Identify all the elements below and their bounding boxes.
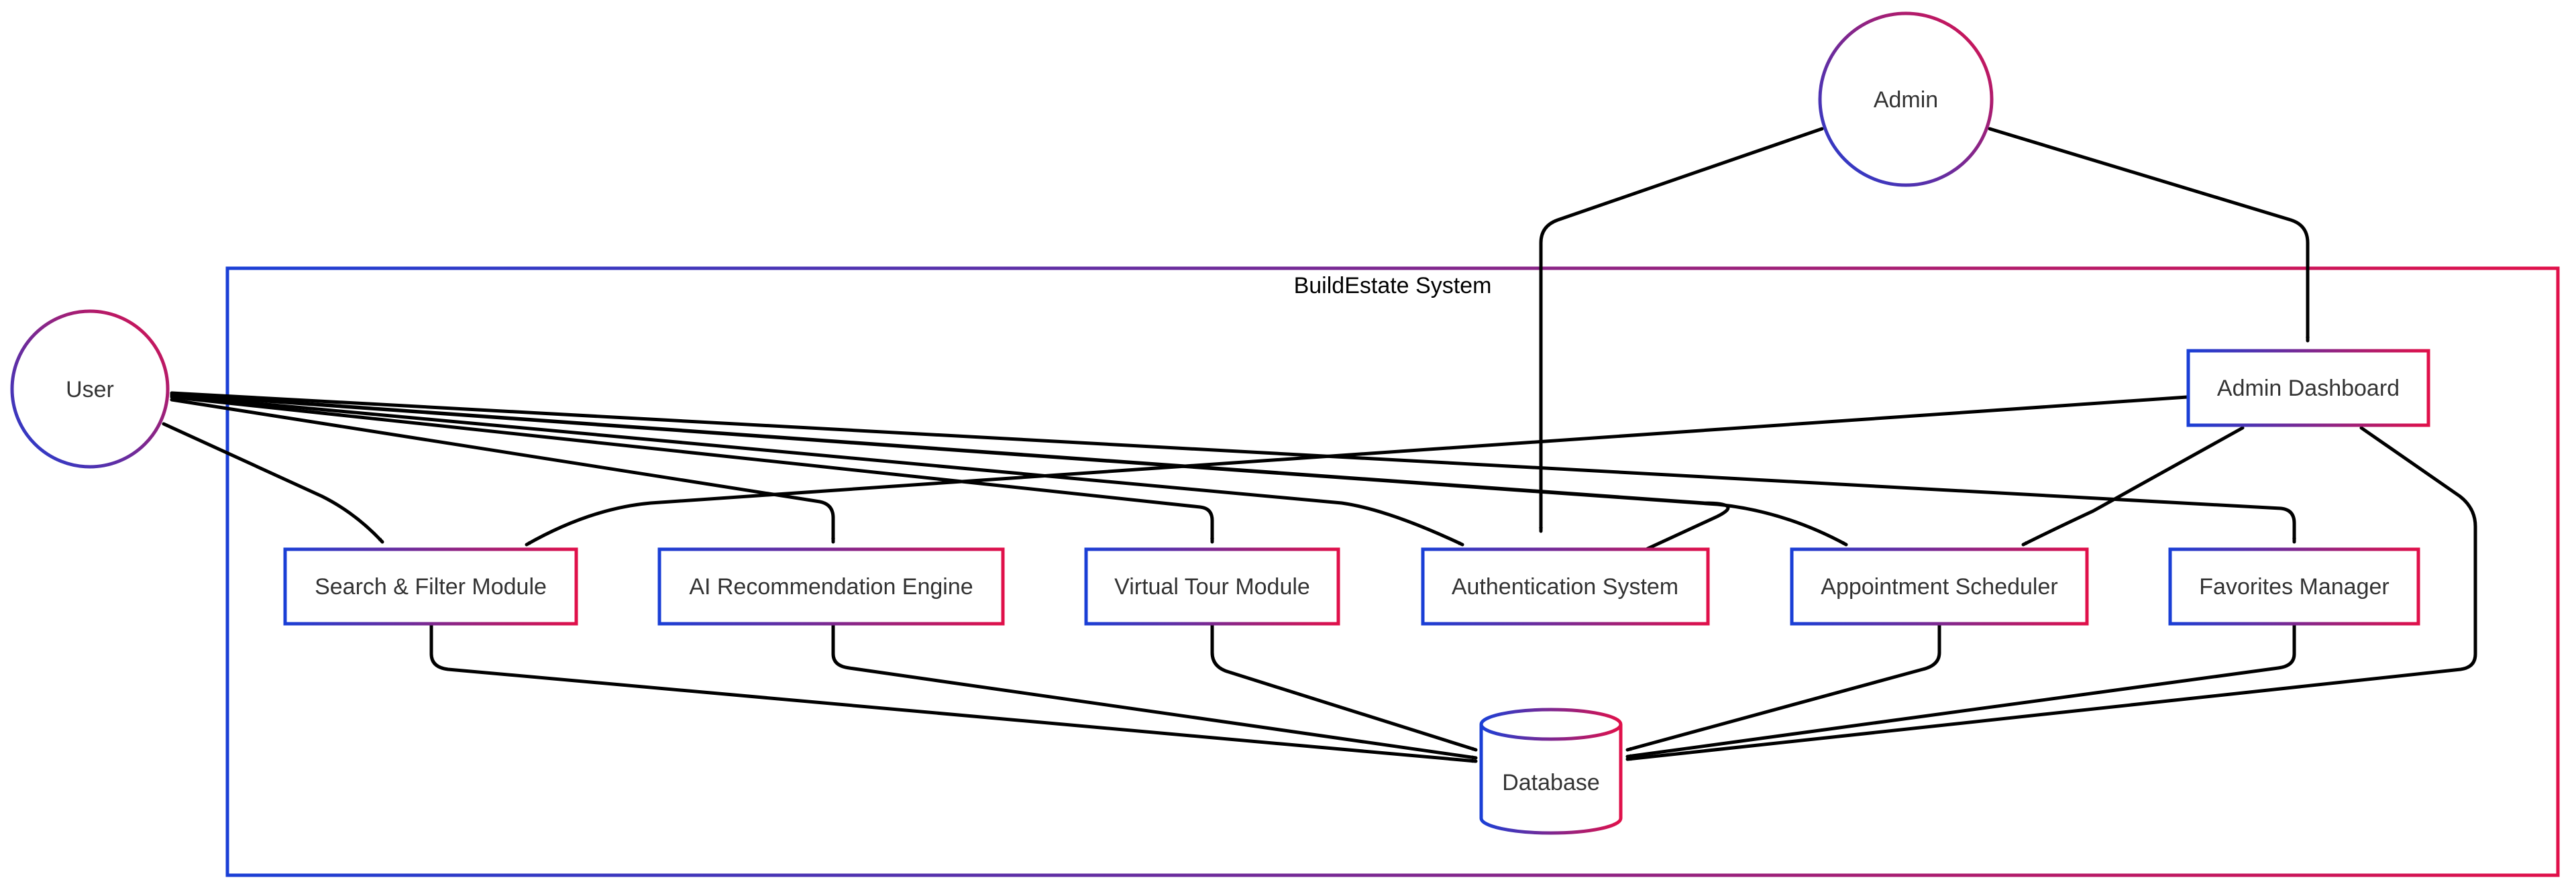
- system-boundary: BuildEstate System: [225, 266, 2560, 877]
- edge-auth-user: [174, 392, 1730, 551]
- module-ai-recommendation-label: AI Recommendation Engine: [689, 574, 973, 600]
- edge-ai-database: [831, 622, 1478, 760]
- edge-admin-dashboard: [1988, 127, 2310, 343]
- edge-appointment-database: [1625, 622, 1941, 752]
- edge-dashboard-appointment: [2021, 426, 2245, 547]
- actor-admin[interactable]: Admin: [1818, 11, 1994, 187]
- edge-user-auth: [170, 394, 1464, 547]
- database[interactable]: Database: [1479, 708, 1623, 835]
- module-search-filter[interactable]: Search & Filter Module: [283, 547, 578, 626]
- actor-user[interactable]: User: [10, 309, 170, 469]
- edge-admin-auth: [1539, 127, 1824, 533]
- module-appointment-scheduler-label: Appointment Scheduler: [1821, 574, 2057, 600]
- module-virtual-tour[interactable]: Virtual Tour Module: [1084, 547, 1340, 626]
- edge-search-database: [429, 622, 1478, 763]
- edges: [162, 127, 2477, 763]
- edge-dashboard-database: [1625, 426, 2477, 761]
- module-admin-dashboard[interactable]: Admin Dashboard: [2186, 349, 2430, 427]
- module-favorites-manager[interactable]: Favorites Manager: [2168, 547, 2420, 626]
- edge-tour-database: [1210, 622, 1478, 752]
- system-title: BuildEstate System: [1294, 273, 1492, 298]
- module-authentication[interactable]: Authentication System: [1421, 547, 1710, 626]
- actor-admin-label: Admin: [1874, 87, 1938, 113]
- actor-user-label: User: [66, 377, 114, 402]
- edge-user-tour: [170, 395, 1214, 544]
- database-label: Database: [1502, 770, 1600, 795]
- edge-user-ai: [170, 398, 835, 544]
- module-ai-recommendation[interactable]: AI Recommendation Engine: [657, 547, 1005, 626]
- edge-dashboard-search: [525, 395, 2189, 547]
- module-favorites-manager-label: Favorites Manager: [2199, 574, 2389, 600]
- module-admin-dashboard-label: Admin Dashboard: [2217, 376, 2400, 401]
- module-appointment-scheduler[interactable]: Appointment Scheduler: [1790, 547, 2089, 626]
- module-search-filter-label: Search & Filter Module: [315, 574, 547, 600]
- edge-favorites-database: [1625, 622, 2296, 759]
- edge-user-favorites: [170, 391, 2296, 544]
- module-authentication-label: Authentication System: [1452, 574, 1678, 600]
- module-virtual-tour-label: Virtual Tour Module: [1114, 574, 1310, 600]
- edge-user-search: [162, 422, 384, 544]
